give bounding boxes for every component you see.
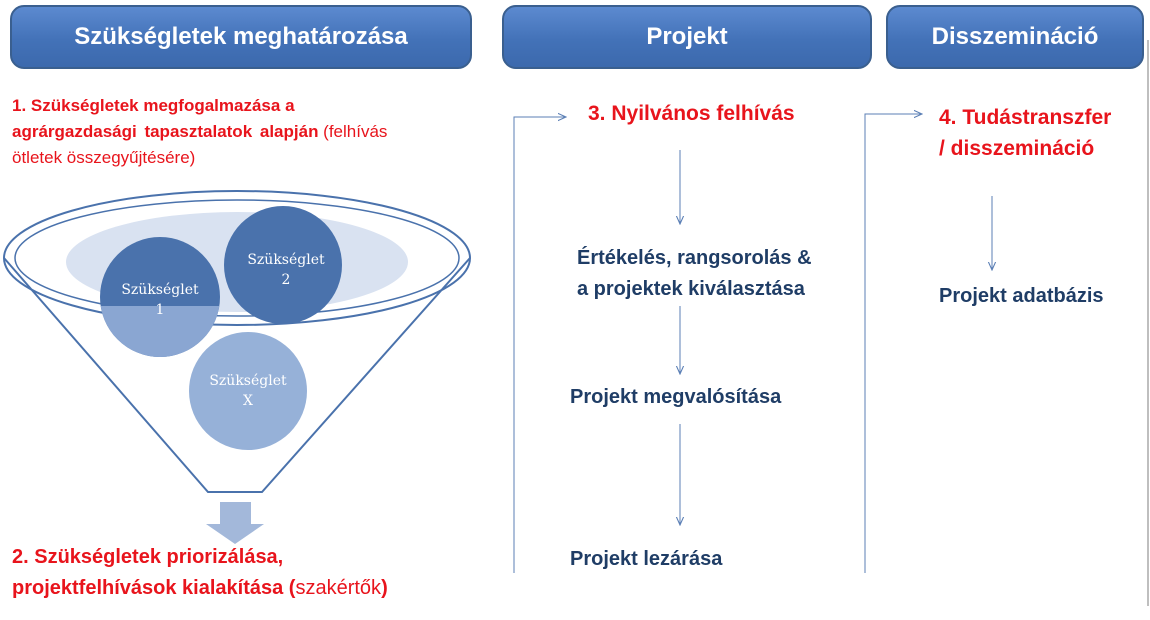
step1-text: 1. Szükségletek megfogalmazása a agrárga… [12,93,474,171]
step4-line2: / disszemináció [939,137,1095,160]
header-dissemination: Disszemináció [886,5,1144,69]
step4-title: 4. Tudástranszfer / disszemináció [939,102,1111,164]
circle-need-2 [224,206,342,324]
step2-text: 2. Szükségletek priorizálása, projektfel… [12,542,482,604]
eval-line2: a projektek kiválasztása [577,278,805,300]
connector-column2 [513,117,566,573]
step2-line2-bold: projektfelhívások kialakítása ( [12,577,296,599]
step1-line2-bold: agrárgazdasági tapasztalatok alapján [12,122,319,141]
step2-line1: 2. Szükségletek priorizálása, [12,546,284,568]
down-arrow-icon [206,502,264,544]
step4-line1: 4. Tudástranszfer [939,106,1112,129]
step1-line3: ötletek összegyűjtésére) [12,148,196,167]
step2-experts: szakértők [295,577,382,599]
connector-column3 [864,114,922,573]
database-text: Projekt adatbázis [939,285,1104,307]
closing-text: Projekt lezárása [570,548,723,570]
circle-need-x [189,332,307,450]
step1-line2: agrárgazdasági tapasztalatok alapján (fe… [12,119,474,145]
header-project: Projekt [502,5,872,69]
implementation-text: Projekt megvalósítása [570,386,782,408]
eval-text: Értékelés, rangsorolás & a projektek kiv… [577,243,812,305]
step2-close: ) [381,577,388,599]
step1-line2-normal: (felhívás [318,122,388,141]
step1-line1: 1. Szükségletek megfogalmazása a [12,96,295,115]
step3-title: 3. Nyilvános felhívás [588,102,795,125]
eval-line1: Értékelés, rangsorolás & [577,247,812,269]
step2-line2: projektfelhívások kialakítása (szakértők… [12,573,482,604]
header-needs: Szükségletek meghatározása [10,5,472,69]
